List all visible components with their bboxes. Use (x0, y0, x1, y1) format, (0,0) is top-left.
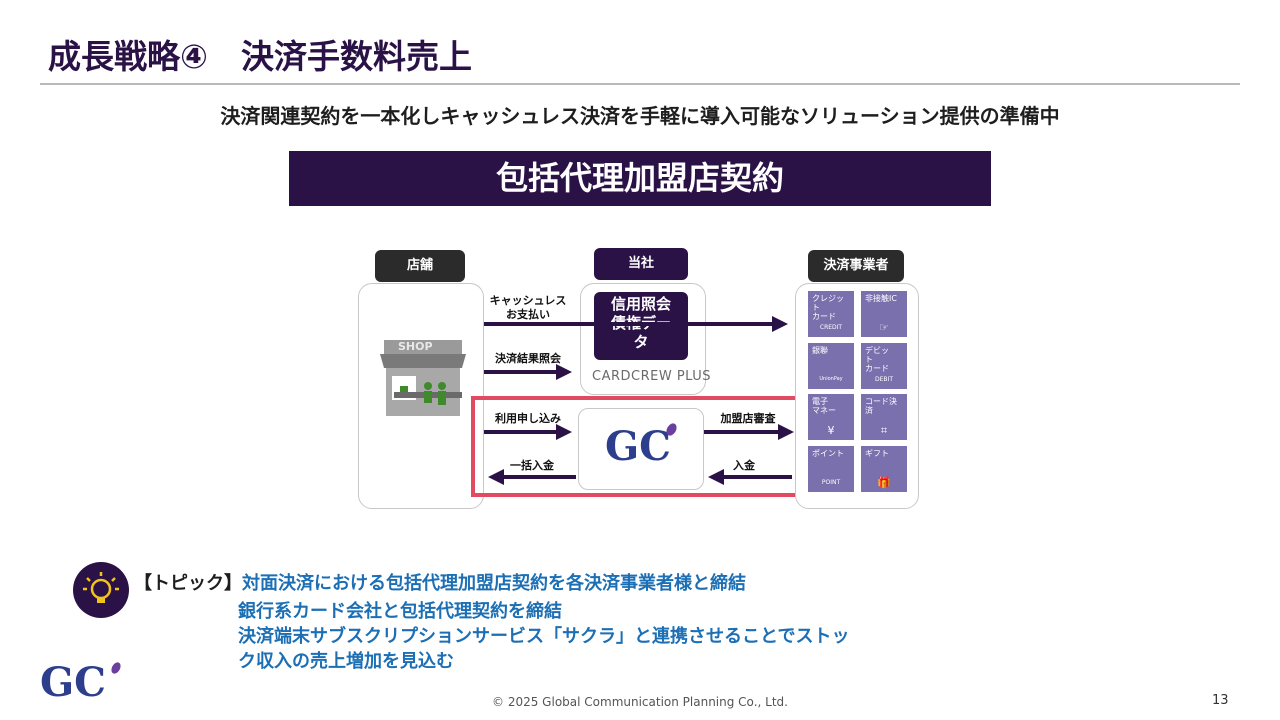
cardcrew-logo: CARDCREW PLUS (592, 369, 712, 384)
shop-icon (380, 340, 466, 416)
topic-line-2: 銀行系カード会社と包括代理契約を締結 (238, 601, 562, 622)
providers-label: 決済事業者 (808, 250, 904, 282)
copyright: © 2025 Global Communication Planning Co.… (492, 695, 788, 709)
label-apply: 利用申し込み (495, 412, 561, 425)
label-cashless-2: お支払い (506, 308, 550, 321)
topic-line-3: 決済端末サブスクリプションサービス「サクラ」と連携させることでストッ (238, 626, 850, 647)
credit-card-icon: CREDIT (819, 324, 843, 331)
contract-banner: 包括代理加盟店契約 (289, 151, 991, 206)
label-result-inquiry: 決済結果照会 (495, 352, 561, 365)
topic-text-1: 対面決済における包括代理加盟店契約を各決済事業者様と締結 (242, 573, 746, 594)
footer-logo: GC (40, 659, 123, 706)
store-label: 店舗 (375, 250, 465, 282)
label-deposit: 入金 (733, 459, 755, 472)
label-review: 加盟店審査 (720, 412, 776, 425)
debit-card-icon: DEBIT (875, 376, 893, 383)
tile-emoney: 電子マネー¥ (808, 394, 854, 440)
title-divider (40, 83, 1240, 85)
topic-line-4: ク収入の売上増加を見込む (238, 651, 454, 672)
credit-data-line3: タ (633, 333, 649, 351)
topic-tag: 【トピック】 (134, 573, 242, 594)
gift-icon: 🎁 (877, 476, 891, 489)
label-bulk-deposit: 一括入金 (510, 459, 554, 472)
contactless-icon: ☞ (879, 321, 889, 334)
company-label: 当社 (594, 248, 688, 280)
label-cashless-1: キャッシュレス (489, 294, 567, 307)
lightbulb-icon (73, 562, 129, 618)
gc-logo: GC (605, 423, 671, 470)
tile-gift: ギフト🎁 (861, 446, 907, 492)
topic-line-1: 【トピック】対面決済における包括代理加盟店契約を各決済事業者様と締結 (134, 569, 746, 595)
tile-contactless: 非接触IC☞ (861, 291, 907, 337)
page-number: 13 (1212, 693, 1229, 708)
shop-sign: SHOP (398, 340, 433, 353)
footer-gc-logo: GC (40, 659, 106, 706)
yen-icon: ¥ (827, 424, 835, 437)
credit-data-line1: 信用照会 (610, 295, 671, 313)
page-title: 成長戦略④ 決済手数料売上 (48, 37, 472, 76)
page-subtitle: 決済関連契約を一本化しキャッシュレス決済を手軽に導入可能なソリューション提供の準… (220, 104, 1060, 128)
tile-code-payment: コード決済⌗ (861, 394, 907, 440)
qr-code-icon: ⌗ (880, 424, 888, 437)
unionpay-icon: UnionPay (819, 376, 843, 382)
point-card-icon: POINT (821, 479, 841, 486)
gc-logo-box: GC (578, 408, 704, 490)
